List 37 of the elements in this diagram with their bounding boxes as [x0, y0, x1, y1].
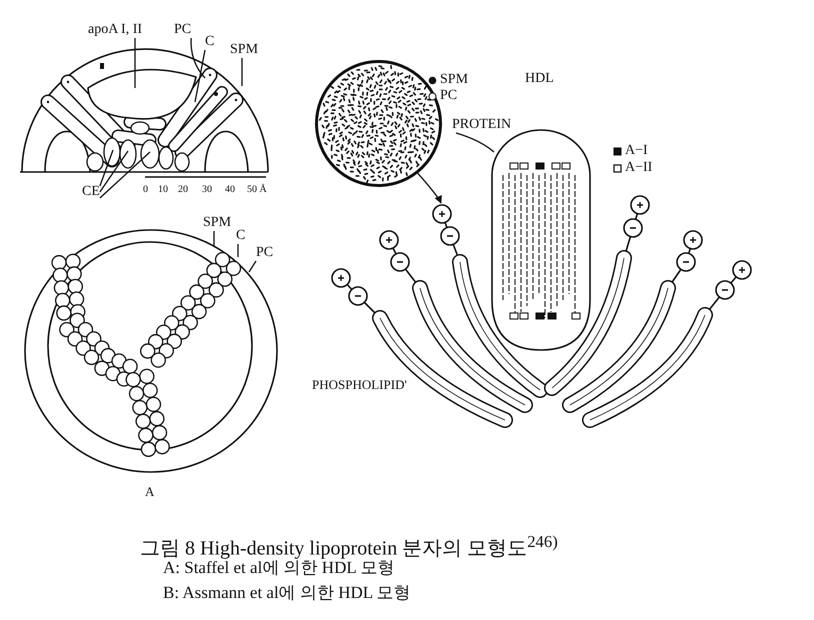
part-label: PHOSPHOLIPID': [312, 377, 407, 393]
scale-label: 20: [178, 183, 188, 196]
scale-label: 50 Å: [247, 183, 267, 196]
figure-caption: 그림 8 High-density lipoprotein 분자의 모형도$^{246)}$: [140, 531, 558, 560]
caption-line: B: Assmann et al에 의한 HDL 모형: [163, 583, 411, 603]
callout-label: PC: [256, 245, 274, 261]
leader-line: [190, 38, 206, 78]
callout-label: PROTEIN: [452, 117, 512, 133]
scale-label: 40: [225, 183, 235, 196]
legend-label: SPM: [440, 72, 468, 88]
scale-label: 0: [143, 183, 148, 196]
leader-line: [134, 38, 136, 88]
callout-label: CE: [82, 184, 100, 200]
callout-label: SPM: [230, 42, 258, 58]
callout-label: SPM: [203, 215, 232, 231]
leader-line: [99, 150, 114, 186]
legend-label: A−II: [625, 160, 652, 176]
legend-label: PC: [440, 88, 458, 104]
callout-label: apoA I, II: [88, 22, 142, 38]
leader-line: [194, 50, 206, 102]
leader-line: [213, 231, 215, 247]
callout-label: C: [205, 34, 214, 50]
arrow: [416, 171, 442, 204]
leader-line: [99, 152, 150, 198]
panel-label: A: [145, 484, 154, 500]
callout-label: PC: [174, 22, 192, 38]
caption-line: A: Staffel et al에 의한 HDL 모형: [163, 558, 394, 578]
leader-line: [237, 244, 239, 257]
leader-line: [241, 58, 243, 86]
callout-label: C: [236, 228, 246, 244]
leader-line: [456, 132, 494, 152]
legend-label: A−I: [625, 143, 648, 159]
scale-label: 30: [202, 183, 212, 196]
title-label: HDL: [525, 70, 554, 87]
leader-line: [248, 260, 257, 272]
leader-line: [99, 150, 129, 192]
scale-label: 10: [158, 183, 168, 196]
